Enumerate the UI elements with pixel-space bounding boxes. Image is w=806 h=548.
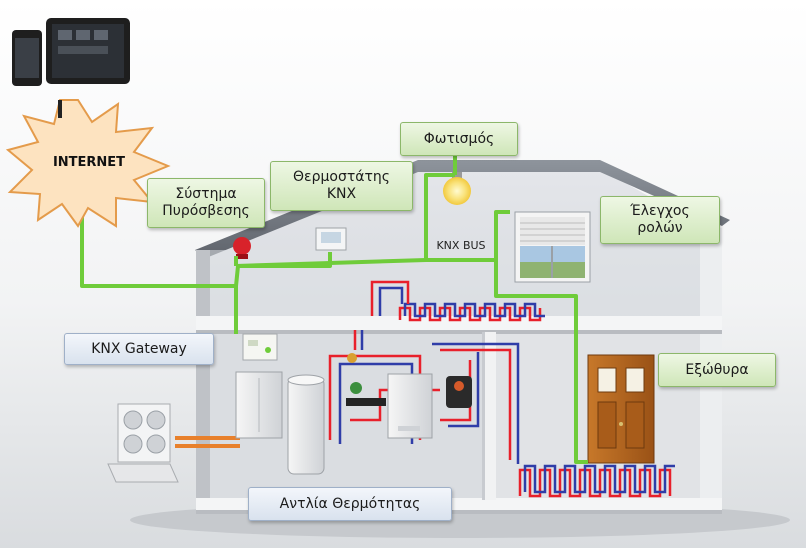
internet-label: INTERNET (52, 154, 126, 170)
internet-burst (5, 99, 171, 228)
front-door-label: Εξώθυρα (658, 353, 776, 387)
heat-pump-label: Αντλία Θερμότητας (248, 487, 452, 521)
blinds-control-label: Έλεγχος ρολών (600, 196, 720, 244)
valve-manifold (346, 353, 386, 406)
fire-system-label: Σύστημα Πυρόσβεσης (147, 178, 265, 228)
lighting-label: Φωτισμός (400, 122, 518, 156)
fire-alarm-icon (233, 237, 251, 259)
floor-heating-upper (370, 280, 545, 322)
knx-gateway-icon (242, 333, 278, 361)
boiler-unit (235, 371, 283, 439)
water-tank (287, 374, 325, 475)
window-blind-icon (514, 211, 591, 283)
door-icon (587, 354, 655, 464)
heat-pump-icon (107, 403, 179, 483)
knx-bus-lines (80, 150, 588, 464)
floor-heating-lower (432, 342, 675, 498)
smartphone-tablet-icon (12, 18, 130, 86)
thermostat-label: Θερμοστάτης KNX (270, 161, 413, 211)
water-heater-panel (387, 373, 433, 439)
pump-unit (446, 376, 472, 408)
knx-gateway-label: KNX Gateway (64, 333, 214, 365)
thermostat-icon (315, 227, 347, 251)
knx-bus-label: KNX BUS (436, 238, 486, 252)
